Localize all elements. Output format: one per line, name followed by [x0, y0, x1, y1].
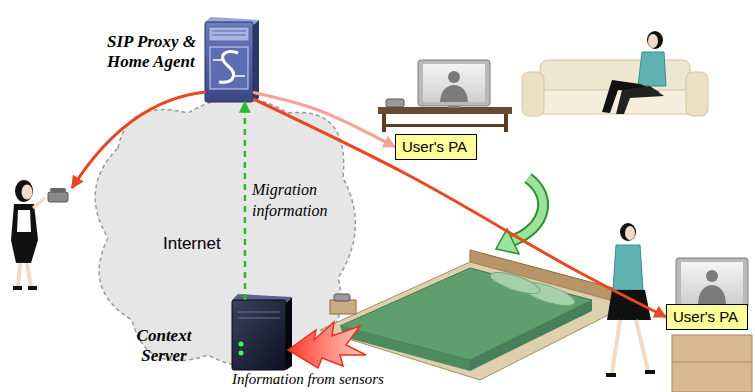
tv-frame — [418, 60, 490, 106]
person-shirt — [638, 52, 666, 86]
table-shelf — [384, 124, 506, 127]
person-hair — [647, 31, 663, 49]
pa-label: User's PA — [402, 138, 470, 156]
edge-label: Migration information — [252, 180, 344, 222]
person-leg — [612, 320, 620, 374]
telephone — [386, 99, 404, 107]
sofa-arm — [522, 72, 544, 116]
cloud-label: Internet — [163, 234, 221, 254]
telephone — [50, 188, 66, 192]
person-shoe — [606, 373, 616, 377]
tv-screen — [681, 262, 743, 304]
server-slot — [212, 35, 246, 36]
tv-silhouette — [706, 270, 718, 282]
cloud-outline — [95, 98, 355, 366]
server-label: SIP Proxy & Home Agent — [107, 32, 201, 73]
sip-logo-mark — [213, 59, 224, 61]
movement-arrow — [512, 178, 543, 241]
server-light — [239, 351, 244, 356]
telephone — [48, 192, 68, 202]
server-side — [286, 297, 292, 370]
sip-logo-mark — [219, 51, 238, 82]
cloud-outline — [88, 88, 358, 373]
tv-silhouette — [440, 85, 468, 102]
tv-frame — [676, 258, 748, 308]
server-side — [253, 20, 259, 102]
pa-box: User's PA — [666, 304, 748, 330]
server-label: Context Server — [124, 326, 204, 367]
person-hair — [620, 223, 636, 241]
server-slot — [212, 31, 246, 32]
person-face — [648, 34, 658, 48]
sip-server: SIP Proxy & Home Agent — [205, 22, 253, 102]
nightstand — [330, 300, 356, 314]
person-shoe — [645, 370, 655, 374]
server-light — [239, 342, 244, 347]
person-leg — [636, 320, 648, 371]
person-leg — [18, 263, 20, 287]
person-legs — [616, 86, 664, 114]
bed-blanket — [470, 300, 592, 371]
tv-screen — [423, 64, 485, 102]
bed-platform — [320, 262, 628, 380]
bed-blanket — [340, 268, 592, 360]
dresser-drawer — [672, 362, 752, 363]
person-arm — [33, 198, 45, 208]
server-panel — [209, 27, 249, 41]
movement-arrow — [512, 178, 543, 241]
table-top — [378, 107, 512, 114]
tv-silhouette — [698, 285, 726, 304]
person-leg — [27, 263, 31, 287]
caption-note: Information from sensors — [232, 371, 384, 388]
person-shoe — [13, 286, 22, 290]
person-hair — [15, 180, 33, 202]
server-slot — [238, 318, 280, 319]
person-shoe — [28, 286, 37, 290]
bed-blanket — [340, 326, 470, 371]
sofa-arm — [686, 72, 708, 116]
person-face — [22, 185, 33, 200]
person-shirt — [613, 245, 643, 290]
bed-pillow — [488, 268, 542, 297]
sip-server-icon — [205, 22, 253, 102]
person-dress — [17, 210, 31, 232]
dresser — [672, 335, 752, 392]
server-slot — [238, 312, 280, 313]
telephone — [334, 294, 350, 301]
tv-stand — [448, 106, 460, 108]
person-face — [625, 226, 635, 240]
sip-logo — [210, 47, 248, 89]
context-server: Context Server — [232, 300, 286, 370]
pa-box: User's PA — [395, 134, 477, 160]
context-server-icon — [232, 300, 286, 370]
person-dress — [11, 204, 38, 263]
table-leg — [504, 114, 508, 132]
tv-silhouette — [448, 71, 460, 83]
pa-label: User's PA — [673, 308, 741, 326]
sip-logo-mark — [234, 75, 245, 77]
table-leg — [382, 114, 386, 132]
internet-cloud: Internet — [88, 88, 358, 373]
